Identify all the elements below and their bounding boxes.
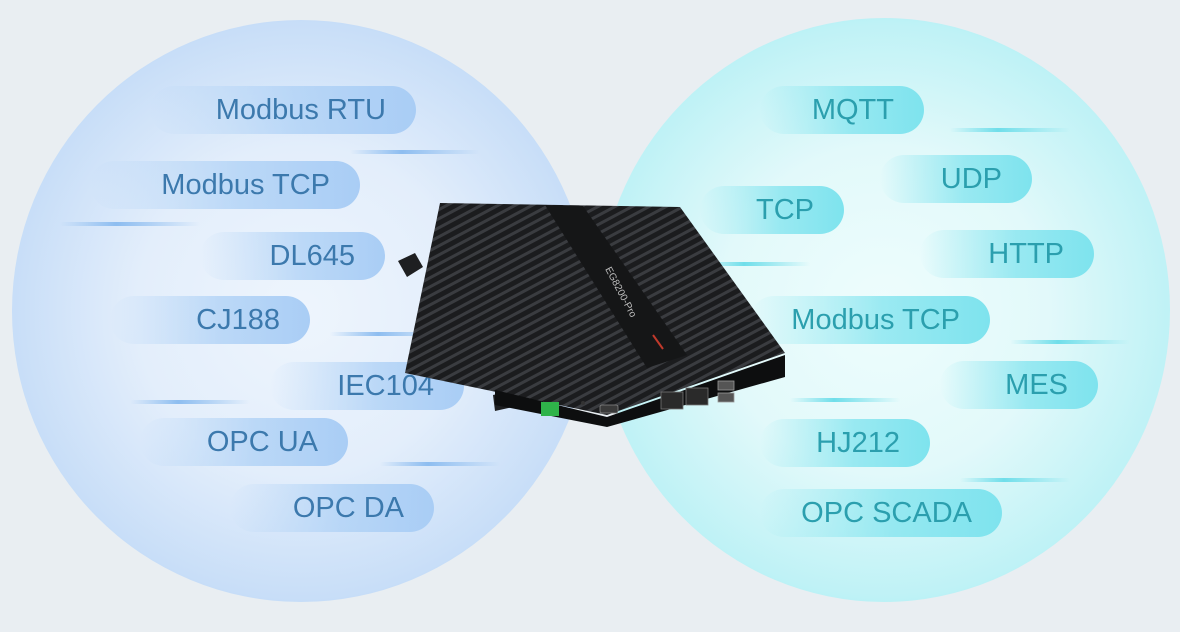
usb-port bbox=[717, 380, 735, 391]
wan-port bbox=[685, 387, 709, 406]
gateway-device-image: EG8200-Pro bbox=[398, 203, 785, 427]
usb-port bbox=[717, 392, 735, 403]
label-plate bbox=[545, 205, 687, 368]
protocol-label: Modbus RTU bbox=[150, 86, 416, 134]
decor-streak bbox=[790, 398, 900, 402]
protocol-label: OPC UA bbox=[140, 418, 348, 466]
lan-port bbox=[660, 391, 684, 410]
decor-streak bbox=[330, 332, 450, 336]
protocol-label: Modbus TCP bbox=[90, 161, 360, 209]
hdmi-port bbox=[599, 404, 619, 414]
decor-streak bbox=[950, 128, 1070, 132]
decor-streak bbox=[350, 150, 480, 154]
protocol-label: HTTP bbox=[920, 230, 1094, 278]
decor-streak bbox=[700, 262, 810, 266]
protocol-label: OPC SCADA bbox=[760, 489, 1002, 537]
protocol-label: MES bbox=[940, 361, 1098, 409]
protocol-label: CJ188 bbox=[110, 296, 310, 344]
rs485-terminal bbox=[541, 402, 559, 416]
heatsink-top bbox=[405, 203, 785, 415]
protocol-label: Modbus TCP bbox=[750, 296, 990, 344]
reset-button bbox=[581, 401, 585, 405]
decor-streak bbox=[60, 222, 200, 226]
decor-streak bbox=[1010, 340, 1130, 344]
protocol-label: TCP bbox=[700, 186, 844, 234]
decor-streak bbox=[130, 400, 250, 404]
front-panel bbox=[495, 355, 785, 427]
protocol-label: OPC DA bbox=[230, 484, 434, 532]
decor-streak bbox=[960, 478, 1070, 482]
accent-mark bbox=[652, 334, 664, 350]
protocol-label: HJ212 bbox=[760, 419, 930, 467]
protocol-label: MQTT bbox=[760, 86, 924, 134]
mounting-ear bbox=[398, 253, 423, 277]
decor-streak bbox=[380, 462, 500, 466]
protocol-label: DL645 bbox=[200, 232, 385, 280]
protocol-label: UDP bbox=[880, 155, 1032, 203]
